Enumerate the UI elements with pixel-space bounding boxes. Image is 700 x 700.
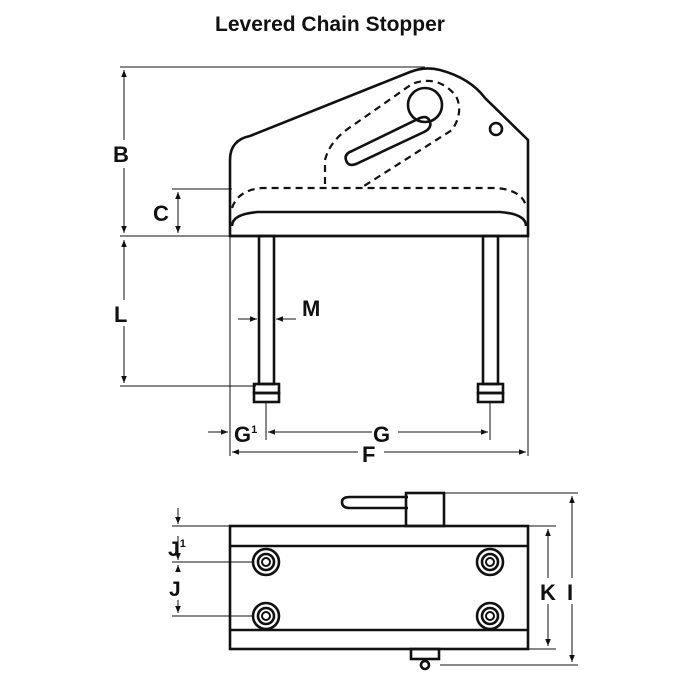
dim-label-k: K [540, 580, 556, 605]
dim-label-g1: G1 [234, 422, 257, 447]
bolt-head-bottom-left [251, 601, 281, 631]
chain-channel-dashed [230, 186, 528, 209]
stopper-top-plate [228, 524, 530, 651]
dim-label-j1: J1 [168, 538, 186, 561]
left-stud-bolt [252, 234, 281, 404]
diagram-title: Levered Chain Stopper [215, 13, 445, 36]
bottom-pin [409, 647, 441, 661]
top-view: J1 J K I [168, 491, 578, 671]
side-view: B C L M G1 G F [113, 66, 530, 467]
lever-slot [344, 115, 432, 167]
lever-housing-top [404, 491, 446, 528]
dim-label-i: I [567, 580, 573, 605]
lever-knob [406, 86, 444, 124]
dim-label-f: F [362, 442, 375, 467]
bolt-head-top-left [251, 547, 281, 577]
dim-label-g: G [373, 422, 390, 447]
pivot-pin [488, 121, 504, 137]
dim-label-b: B [113, 142, 129, 167]
body-groove [230, 210, 528, 227]
right-stud-bolt [476, 234, 505, 404]
dim-label-l: L [114, 302, 127, 327]
stopper-body-outline [228, 67, 530, 238]
dim-label-c: C [153, 201, 169, 226]
bolt-head-bottom-right [475, 601, 505, 631]
dim-label-j: J [169, 578, 181, 601]
lever-outline-dashed [323, 79, 461, 187]
dim-label-m: M [302, 296, 320, 321]
lever-handle-top [340, 495, 408, 510]
bolt-head-top-right [475, 547, 505, 577]
